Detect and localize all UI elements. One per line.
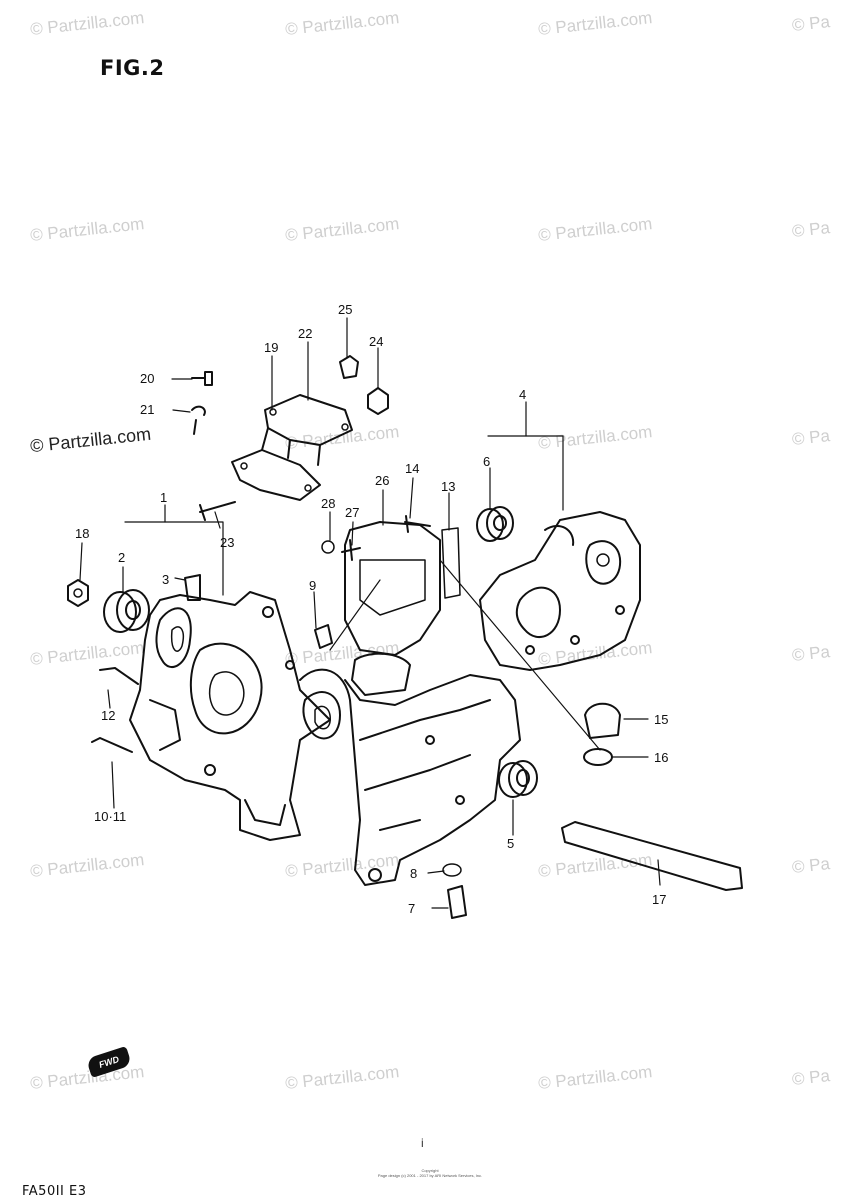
callout-12: 12 [101, 708, 115, 723]
nut-24 [367, 387, 389, 415]
nut-18 [67, 579, 89, 607]
callout-26: 26 [375, 473, 389, 488]
model-code: FA50II E3 [22, 1184, 87, 1199]
callout-7: 7 [408, 901, 415, 916]
bolt-20 [191, 371, 213, 386]
callout-6: 6 [483, 454, 490, 469]
callout-18: 18 [75, 526, 89, 541]
plug-7 [447, 885, 467, 919]
copyright-line-2: Page design (c) 2001 - 2017 by ARI Netwo… [377, 1173, 483, 1178]
bolt-10-11 [91, 737, 133, 753]
washer-28 [321, 540, 335, 554]
leader-lines [79, 317, 661, 909]
left-crankcase-half [129, 591, 331, 841]
washer-8 [442, 863, 462, 877]
clip-21 [191, 405, 206, 435]
crank-bearing-left [103, 589, 150, 633]
callout-14: 14 [405, 461, 419, 476]
bolt-3 [184, 574, 201, 601]
callout-27: 27 [345, 505, 359, 520]
reed-valve-cover [344, 521, 441, 696]
callout-21: 21 [140, 402, 154, 417]
crank-bearing-right [476, 506, 514, 542]
bolt-14 [404, 515, 431, 533]
page-mark: i [421, 1136, 424, 1150]
callout-16: 16 [654, 750, 668, 765]
callout-20: 20 [140, 371, 154, 386]
oil-filler-cap-15 [584, 702, 621, 739]
callout-25: 25 [338, 302, 352, 317]
callout-23: 23 [220, 535, 234, 550]
callout-9: 9 [309, 578, 316, 593]
callout-5: 5 [507, 836, 514, 851]
callout-24: 24 [369, 334, 383, 349]
callout-13: 13 [441, 479, 455, 494]
shaft-17 [561, 821, 743, 891]
callout-28: 28 [321, 496, 335, 511]
screw-27 [341, 539, 361, 561]
callout-22: 22 [298, 326, 312, 341]
copyright-notice: Copyright Page design (c) 2001 - 2017 by… [330, 1168, 530, 1178]
callout-15: 15 [654, 712, 668, 727]
o-ring-16 [583, 748, 613, 766]
figure-title: FIG.2 [100, 56, 165, 80]
callout-2: 2 [118, 550, 125, 565]
callout-labels: 1 2 3 4 5 6 7 8 9 10·11 12 13 14 15 16 1… [75, 302, 668, 916]
intake-manifold [231, 394, 353, 501]
bolt-12 [99, 667, 139, 685]
callout-8: 8 [410, 866, 417, 881]
callout-4: 4 [519, 387, 526, 402]
cap-25 [339, 355, 359, 379]
callout-10-11: 10·11 [94, 809, 126, 824]
callout-3: 3 [162, 572, 169, 587]
callout-1: 1 [160, 490, 167, 505]
callout-17: 17 [652, 892, 666, 907]
gasket-13 [441, 527, 461, 599]
bush-9 [314, 624, 333, 649]
center-crankcase-body [299, 668, 521, 886]
bolt-23 [199, 501, 236, 521]
bearing-5 [498, 760, 538, 798]
callout-19: 19 [264, 340, 278, 355]
right-crankcase-cover [479, 511, 641, 671]
copyright-line-1: Copyright [421, 1168, 439, 1173]
